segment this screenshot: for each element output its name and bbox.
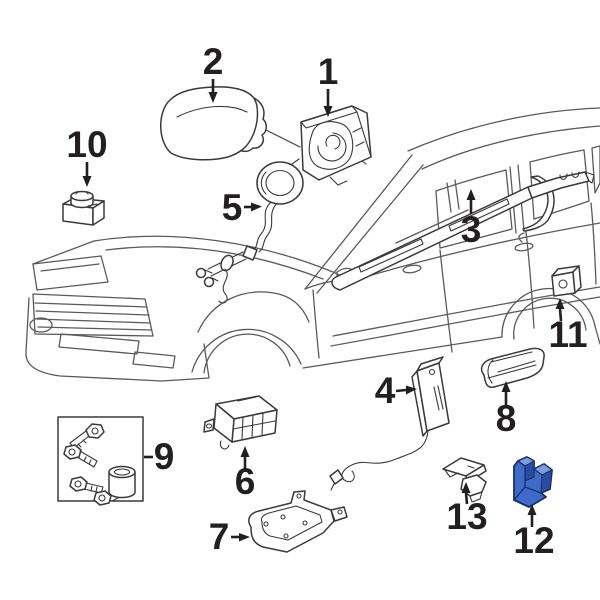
callout-12-label[interactable]: 12	[513, 520, 554, 561]
callout-1: 1	[318, 51, 339, 117]
callout-1-label[interactable]: 1	[318, 51, 339, 92]
callout-11: 11	[548, 298, 588, 355]
callout-5-arrow	[251, 202, 262, 212]
part-11-side-impact-sensor[interactable]	[551, 265, 582, 297]
callout-7: 7	[209, 516, 250, 557]
part-6-airbag-control-module[interactable]	[203, 395, 278, 450]
callout-12: 12	[513, 504, 555, 561]
callout-7-label[interactable]: 7	[209, 516, 230, 557]
vehicle-outline	[25, 107, 600, 382]
callout-7-arrow	[239, 533, 250, 542]
callout-6-label[interactable]: 6	[235, 461, 256, 502]
callout-3-label[interactable]: 3	[461, 209, 482, 250]
callout-6: 6	[235, 446, 256, 502]
callout-9-label[interactable]: 9	[154, 436, 175, 477]
callout-11-label[interactable]: 11	[548, 314, 587, 355]
part-8-side-airbag-module[interactable]	[480, 347, 545, 389]
callouts: 1 2 3 4 5 6 7	[66, 41, 587, 561]
door-handle	[402, 264, 422, 274]
callout-12-arrow	[527, 504, 537, 515]
callout-13-label[interactable]: 13	[446, 496, 487, 537]
callout-11-arrow	[555, 298, 565, 309]
part-2-passenger-airbag[interactable]	[160, 86, 267, 161]
callout-13-arrow	[461, 482, 471, 493]
harness-wire	[341, 430, 429, 483]
part-12-impact-sensor-highlighted[interactable]	[513, 456, 553, 508]
callout-3: 3	[461, 189, 482, 250]
callout-2-label[interactable]: 2	[203, 41, 224, 82]
callout-4: 4	[375, 370, 417, 411]
harness-connector	[329, 469, 344, 485]
callout-8: 8	[496, 381, 517, 439]
callout-10: 10	[66, 124, 108, 187]
callout-2: 2	[203, 41, 224, 103]
part-7-mounting-bracket[interactable]	[248, 490, 348, 553]
callout-8-arrow	[501, 381, 511, 392]
callout-6-arrow	[240, 446, 250, 457]
callout-3-arrow	[466, 189, 476, 200]
callout-2-arrow	[208, 92, 218, 103]
callout-5: 5	[222, 187, 262, 228]
callout-4-label[interactable]: 4	[375, 370, 396, 411]
part-1-driver-airbag-module[interactable]	[300, 105, 372, 186]
part-5-clockspring[interactable]	[195, 158, 304, 304]
callout-4-arrow	[406, 385, 417, 395]
part-9-hardware-kit[interactable]	[57, 416, 144, 506]
callout-10-arrow	[82, 176, 92, 187]
part-10-front-impact-sensor[interactable]	[62, 190, 105, 226]
part-13-sensor-bracket[interactable]	[442, 457, 487, 503]
callout-9: 9	[144, 436, 174, 477]
callout-5-label[interactable]: 5	[222, 187, 243, 228]
callout-1-arrow	[323, 106, 333, 117]
part-3-curtain-airbag[interactable]	[331, 171, 595, 291]
callout-10-label[interactable]: 10	[66, 124, 107, 165]
callout-8-label[interactable]: 8	[496, 398, 517, 439]
part-4-seat-airbag-module[interactable]	[329, 356, 450, 491]
door-handle	[514, 242, 534, 252]
callout-13: 13	[446, 482, 488, 537]
